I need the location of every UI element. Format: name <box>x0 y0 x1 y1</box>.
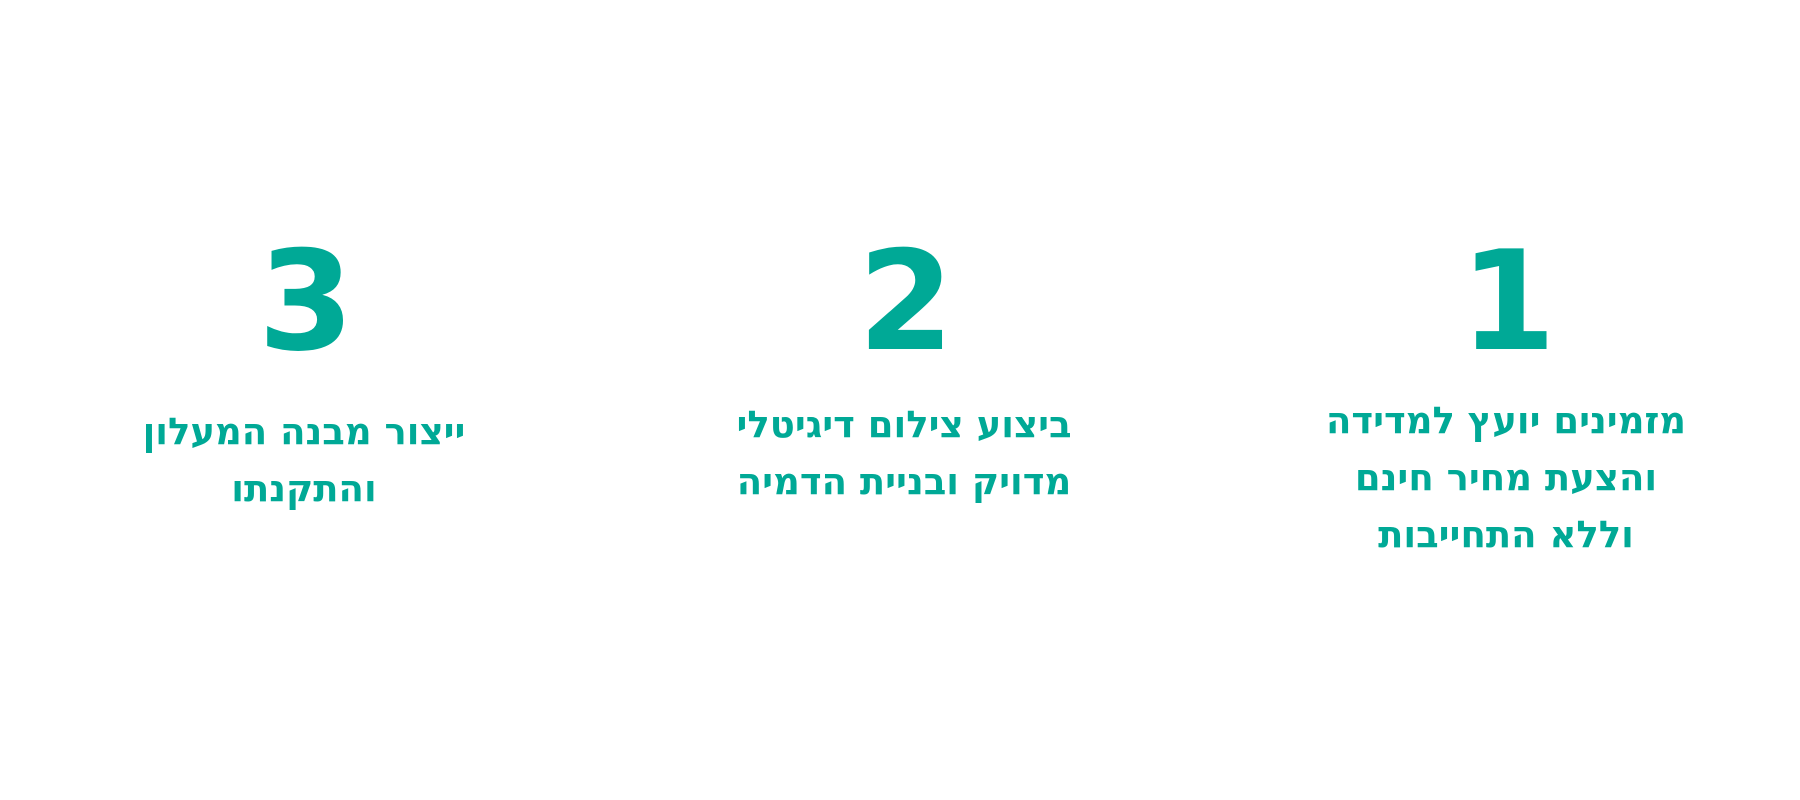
step-description: מזמינים יועץ למדידה והצעת מחיר חינם וללא… <box>1246 392 1766 563</box>
step-description-line: מדויק ובניית הדמיה <box>736 460 1072 503</box>
step-description-line: והצעת מחיר חינם <box>1354 456 1658 499</box>
step-number: 1 <box>1459 221 1556 382</box>
step-description-line: וללא התחייבות <box>1378 513 1634 556</box>
step-description-line: ייצור מבנה המעלון <box>142 410 466 453</box>
step-description-line: מזמינים יועץ למדידה <box>1325 399 1687 442</box>
step-description-line: ביצוע צילום דיגיטלי <box>736 403 1072 446</box>
step-number: 3 <box>257 221 354 382</box>
step-description: ייצור מבנה המעלון והתקנתו <box>44 403 564 517</box>
step-number: 2 <box>857 221 954 382</box>
step-description: ביצוע צילום דיגיטלי מדויק ובניית הדמיה <box>644 396 1164 510</box>
step-description-line: והתקנתו <box>231 467 377 510</box>
